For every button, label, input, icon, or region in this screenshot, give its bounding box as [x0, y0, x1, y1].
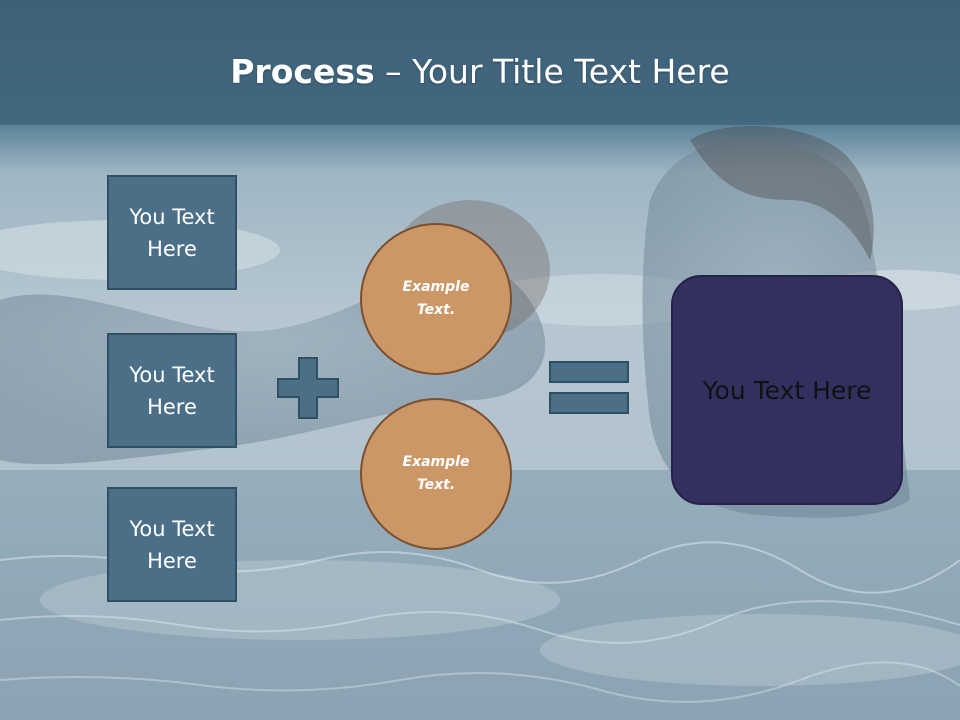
example-circle-2[interactable]: Example Text. [360, 398, 512, 550]
input-box-3-label: You Text Here [129, 516, 215, 573]
input-box-2[interactable]: You Text Here [107, 333, 237, 448]
title-dash: – [374, 52, 413, 91]
slide-title: Process – Your Title Text Here [0, 52, 960, 91]
input-box-3[interactable]: You Text Here [107, 487, 237, 602]
result-box-label: You Text Here [702, 375, 872, 405]
input-box-1[interactable]: You Text Here [107, 175, 237, 290]
plus-icon [277, 357, 339, 419]
example-circle-2-label: Example Text. [402, 454, 470, 493]
equals-icon [549, 361, 629, 414]
example-circle-1-label: Example Text. [402, 279, 470, 318]
title-bold: Process [230, 52, 375, 91]
result-box[interactable]: You Text Here [671, 275, 903, 505]
title-rest: Your Title Text Here [412, 52, 730, 91]
input-box-1-label: You Text Here [129, 204, 215, 261]
input-box-2-label: You Text Here [129, 362, 215, 419]
example-circle-1[interactable]: Example Text. [360, 223, 512, 375]
